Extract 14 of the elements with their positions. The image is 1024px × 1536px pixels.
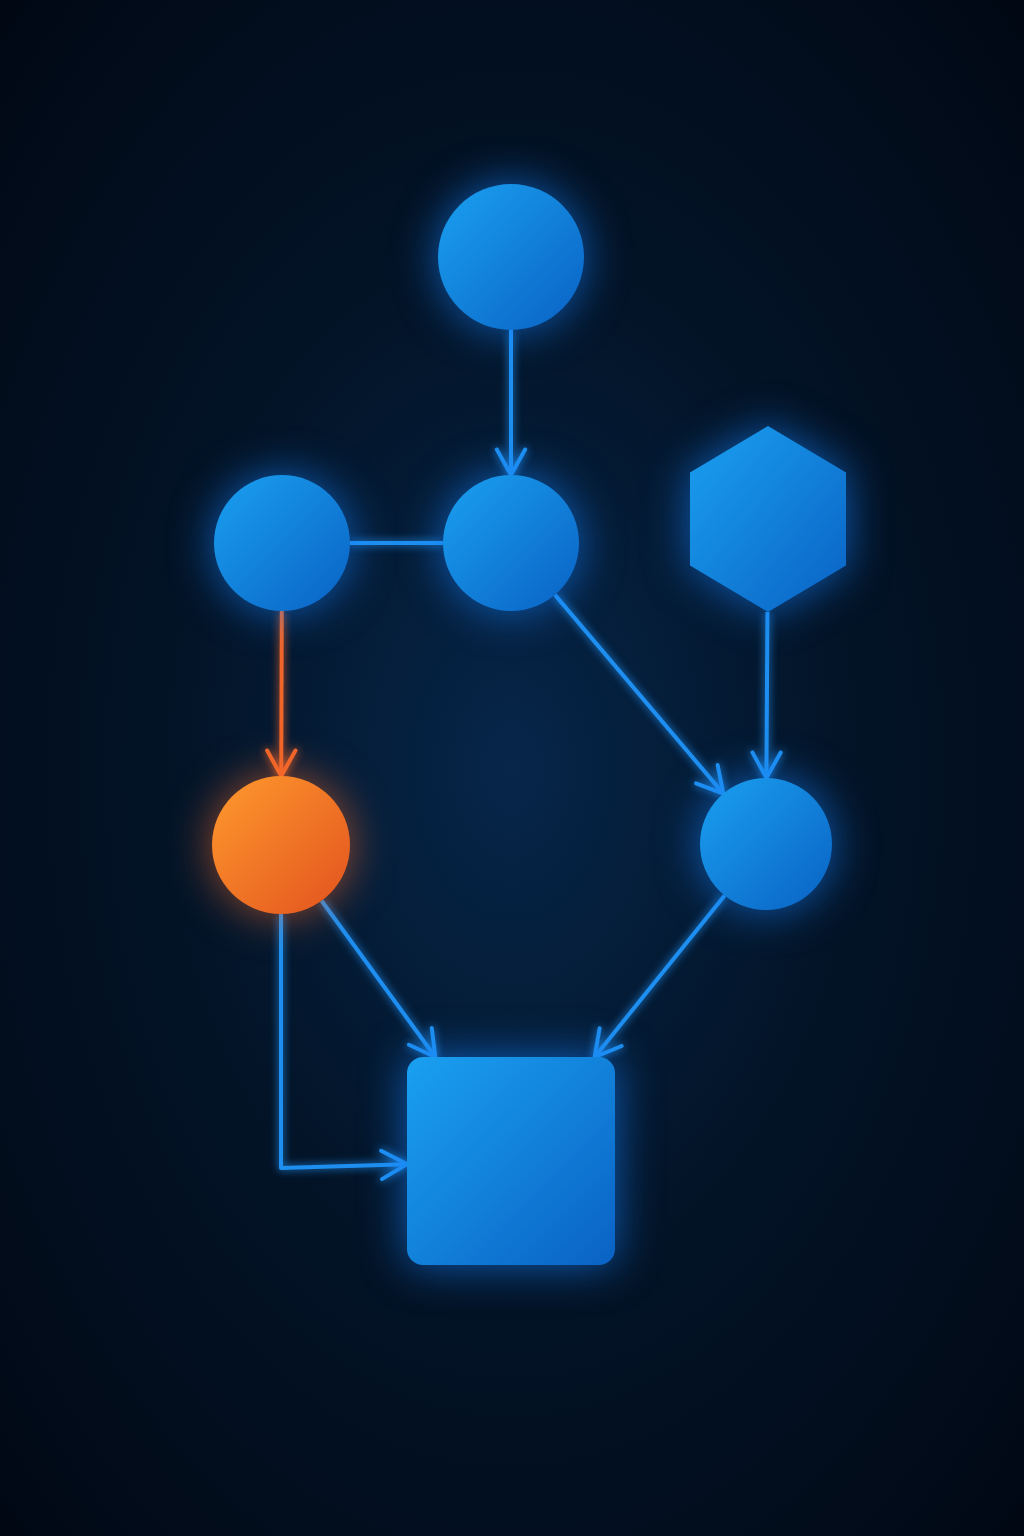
circle-node [212,776,350,914]
circle-node [443,475,579,611]
arrow [592,894,727,1059]
arrow [265,611,298,778]
circle-node [214,475,350,611]
arrow [553,593,726,796]
circle-node [438,184,584,330]
arrow [750,612,783,780]
circle-node [700,778,832,910]
arrow [320,899,438,1059]
arrow [279,914,409,1182]
square-node [407,1057,615,1265]
hexagon-node [690,426,846,612]
arrow [494,330,528,477]
